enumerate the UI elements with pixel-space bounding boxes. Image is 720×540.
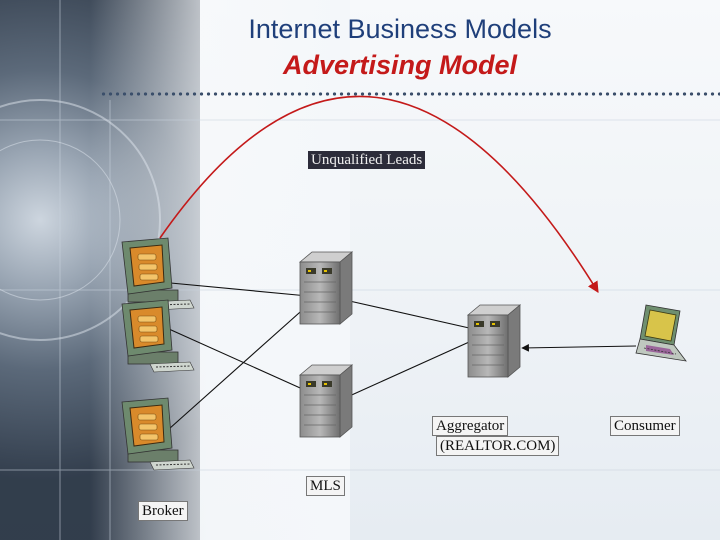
broker-label: Broker (138, 501, 188, 521)
aggregator-server-icon (467, 304, 521, 378)
slide-title: Internet Business Models (248, 14, 552, 44)
mls-label: MLS (306, 476, 345, 496)
unqualified-leads-label: Unqualified Leads (308, 151, 426, 169)
aggregator-sublabel: (REALTOR.COM) (436, 436, 560, 456)
arrow-broker2-to-mls-bottom (159, 324, 319, 397)
unqualified-leads-arc (159, 95, 599, 293)
mls-server-icon-top (299, 251, 353, 325)
broker-computer-icon-3 (121, 397, 195, 471)
arrow-broker1-to-mls-top (159, 281, 309, 300)
aggregator-label: Aggregator (432, 416, 509, 436)
consumer-label: Consumer (610, 416, 680, 436)
arrow-broker3-to-mls-top (159, 304, 309, 438)
mls-server-icon-bottom (299, 364, 353, 438)
arrow-consumer-to-aggregator (521, 344, 637, 352)
arrow-mls-top-to-aggregator (344, 299, 479, 333)
broker-computer-icon-1 (121, 237, 195, 311)
arrow-mls-bottom-to-aggregator (344, 337, 479, 399)
consumer-laptop-icon (635, 304, 687, 362)
dotted-divider (100, 92, 720, 96)
slide-subtitle: Advertising Model (282, 50, 518, 80)
